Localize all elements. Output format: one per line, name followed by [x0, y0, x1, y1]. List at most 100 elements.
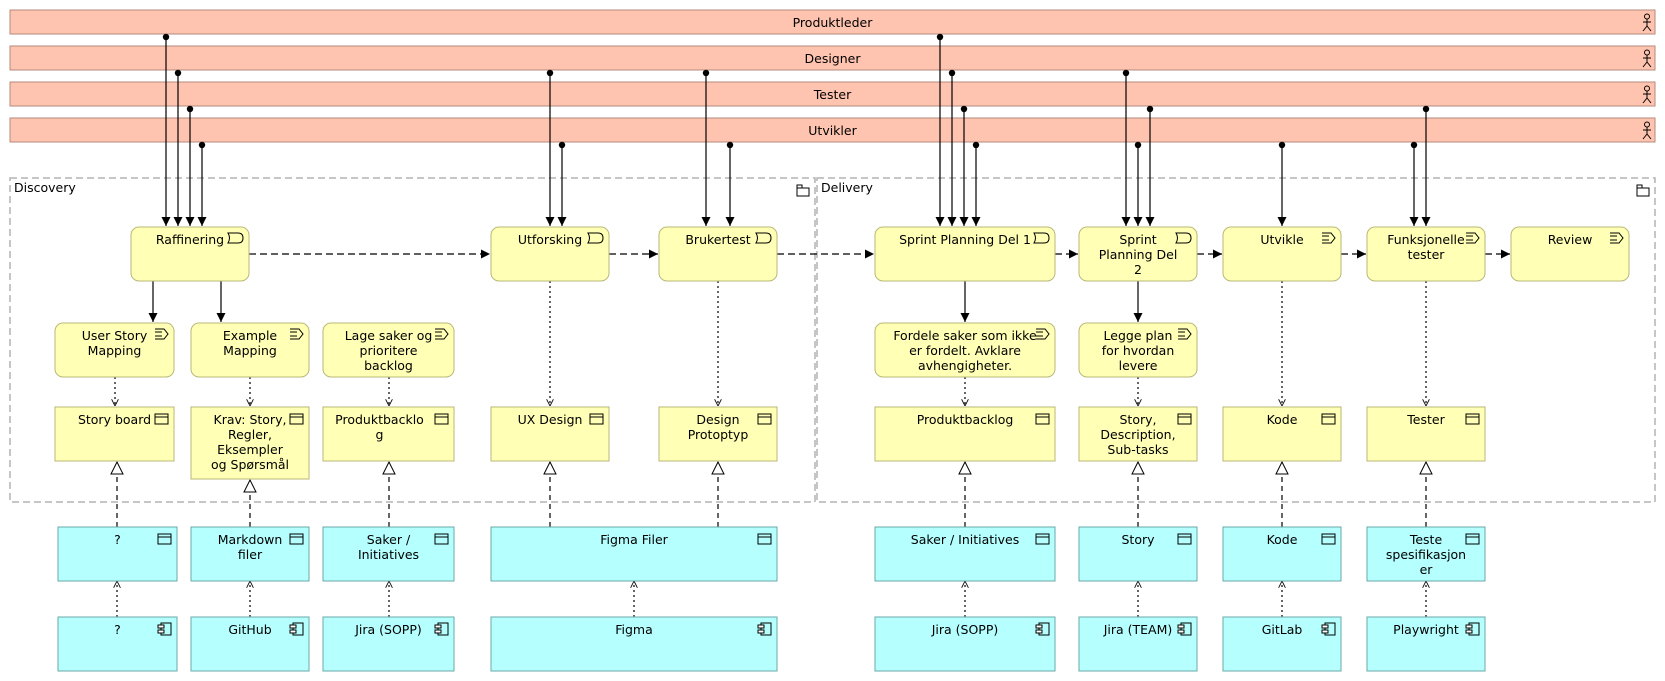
raffinering[interactable] [130, 226, 250, 282]
event-icon [1175, 232, 1192, 244]
figma[interactable] [490, 616, 778, 672]
ux-design[interactable] [490, 406, 610, 462]
process-icon [290, 328, 304, 340]
actor-utvikler[interactable] [9, 117, 1656, 143]
component-icon [1035, 622, 1050, 636]
event-icon [587, 232, 604, 244]
object-icon [1321, 533, 1336, 545]
group-delivery[interactable] [816, 177, 1656, 503]
actor-designer[interactable] [9, 45, 1656, 71]
object-icon [1321, 413, 1336, 425]
funksjonelle-tester[interactable] [1366, 226, 1486, 282]
assignment-dot [960, 105, 968, 113]
sprint-planning-del-1[interactable] [874, 226, 1056, 282]
utforsking[interactable] [490, 226, 610, 282]
actor-icon [1642, 49, 1652, 68]
object-icon [157, 533, 172, 545]
assignment-dot [186, 105, 194, 113]
story-description[interactable] [1078, 406, 1198, 462]
component-icon [434, 622, 449, 636]
figma-filer[interactable] [490, 526, 778, 582]
saker-initiatives-delivery[interactable] [874, 526, 1056, 582]
jira-sopp-delivery[interactable] [874, 616, 1056, 672]
component-icon [289, 622, 304, 636]
sprint-planning-del-2[interactable] [1078, 226, 1198, 282]
produktbacklog-discovery[interactable] [322, 406, 455, 462]
actor-tester[interactable] [9, 81, 1656, 107]
assignment-dot [1278, 141, 1286, 149]
kode-data[interactable] [1222, 526, 1342, 582]
krav-object[interactable] [190, 406, 310, 480]
process-icon [1178, 328, 1192, 340]
object-icon [1465, 533, 1480, 545]
component-icon [1177, 622, 1192, 636]
fordele-saker[interactable] [874, 322, 1056, 378]
folder-icon [796, 184, 810, 197]
actor-icon [1642, 13, 1652, 32]
process-icon [1036, 328, 1050, 340]
markdown-filer[interactable] [190, 526, 310, 582]
legge-plan[interactable] [1078, 322, 1198, 378]
assignment-dot [948, 69, 956, 77]
utvikle[interactable] [1222, 226, 1342, 282]
group-discovery-label: Discovery [14, 180, 76, 195]
object-icon [589, 413, 604, 425]
object-icon [1035, 533, 1050, 545]
assignment-dot [1422, 105, 1430, 113]
assignment-dot [1134, 141, 1142, 149]
brukertest[interactable] [658, 226, 778, 282]
playwright[interactable] [1366, 616, 1486, 672]
group-discovery[interactable] [9, 177, 816, 503]
object-icon [757, 413, 772, 425]
process-icon [1322, 232, 1336, 244]
component-icon [1465, 622, 1480, 636]
event-icon [755, 232, 772, 244]
kode-object[interactable] [1222, 406, 1342, 462]
assignment-dot [1410, 141, 1418, 149]
component-icon [757, 622, 772, 636]
github[interactable] [190, 616, 310, 672]
story-board[interactable] [54, 406, 175, 462]
assignment-dot [1146, 105, 1154, 113]
story-data[interactable] [1078, 526, 1198, 582]
lage-saker[interactable] [322, 322, 455, 378]
design-protoptyp[interactable] [658, 406, 778, 462]
object-icon [434, 413, 449, 425]
object-icon [154, 413, 169, 425]
object-icon [1465, 413, 1480, 425]
process-icon [435, 328, 449, 340]
folder-icon [1636, 184, 1650, 197]
process-icon [1466, 232, 1480, 244]
object-icon [1035, 413, 1050, 425]
actor-icon [1642, 121, 1652, 140]
user-story-mapping[interactable] [54, 322, 175, 378]
object-icon [1177, 533, 1192, 545]
actor-icon [1642, 85, 1652, 104]
object-icon [289, 533, 304, 545]
component-unknown[interactable] [57, 616, 178, 672]
actor-produktleder[interactable] [9, 9, 1656, 35]
produktbacklog-delivery[interactable] [874, 406, 1056, 462]
jira-team[interactable] [1078, 616, 1198, 672]
teste-spesifikasjoner[interactable] [1366, 526, 1486, 582]
process-icon [155, 328, 169, 340]
example-mapping[interactable] [190, 322, 310, 378]
saker-initiatives-discovery[interactable] [322, 526, 455, 582]
jira-sopp-discovery[interactable] [322, 616, 455, 672]
object-icon [289, 413, 304, 425]
assignment-dot [702, 69, 710, 77]
event-icon [1033, 232, 1050, 244]
review[interactable] [1510, 226, 1630, 282]
process-icon [1610, 232, 1624, 244]
object-icon [434, 533, 449, 545]
group-delivery-label: Delivery [821, 180, 873, 195]
tester-object[interactable] [1366, 406, 1486, 462]
object-icon [757, 533, 772, 545]
object-icon [1177, 413, 1192, 425]
assignment-dot [936, 33, 944, 41]
assignment-dot [198, 141, 206, 149]
data-unknown[interactable] [57, 526, 178, 582]
gitlab[interactable] [1222, 616, 1342, 672]
component-icon [157, 622, 172, 636]
